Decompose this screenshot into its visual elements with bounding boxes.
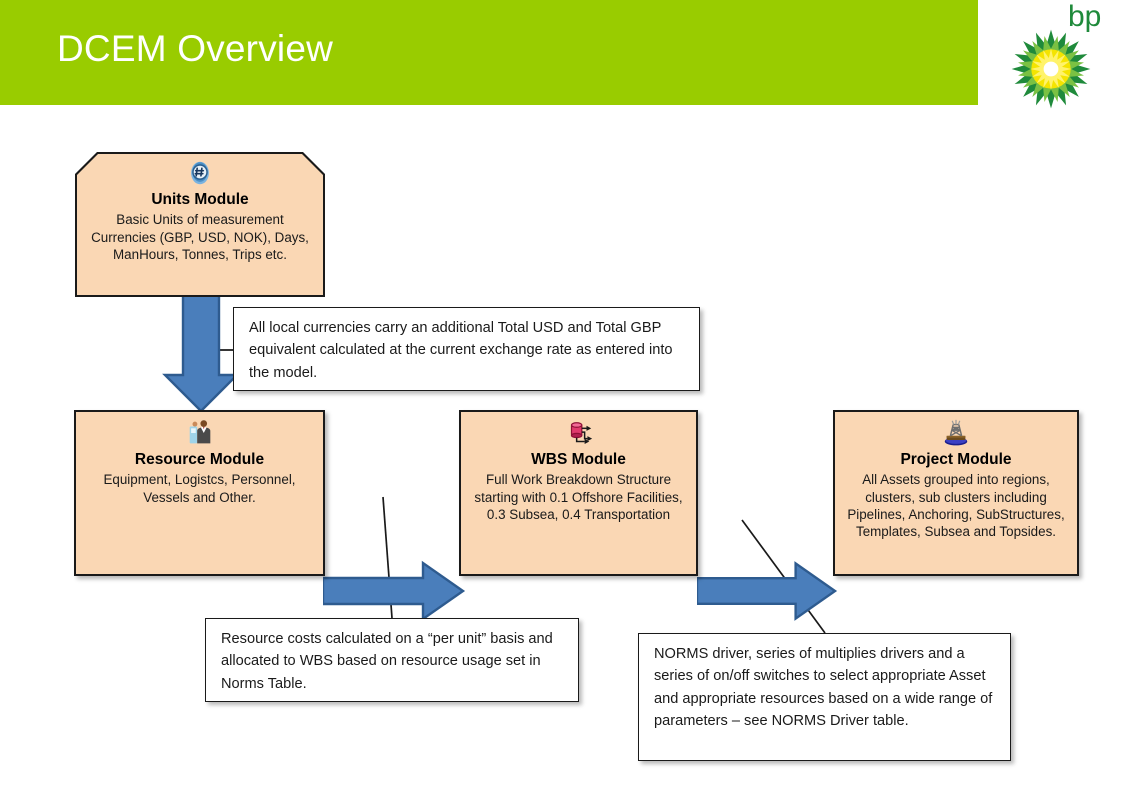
arrow-resource-to-wbs bbox=[323, 560, 466, 622]
bp-wordmark: bp bbox=[1068, 0, 1102, 33]
oil-rig-platform-icon bbox=[944, 419, 968, 446]
module-desc-project: All Assets grouped into regions, cluster… bbox=[847, 472, 1065, 539]
module-title-resource: Resource Module bbox=[134, 451, 265, 468]
callout-currency-note: All local currencies carry an additional… bbox=[233, 307, 700, 391]
module-title-units: Units Module bbox=[151, 191, 249, 208]
module-title-project: Project Module bbox=[900, 451, 1012, 468]
module-desc-resource: Equipment, Logistcs, Personnel, Vessels … bbox=[103, 472, 296, 505]
module-desc-wbs: Full Work Breakdown Structure starting w… bbox=[474, 472, 683, 522]
database-branch-icon bbox=[570, 422, 592, 444]
hash-number-icon bbox=[191, 161, 209, 185]
callout-resource-cost-note: Resource costs calculated on a “per unit… bbox=[205, 618, 579, 702]
dcem-diagram: Units Module Basic Units of measurement … bbox=[0, 105, 1140, 791]
arrow-wbs-to-project bbox=[697, 561, 838, 621]
person-worker-icon bbox=[189, 420, 210, 444]
module-box-wbs[interactable]: WBS Module Full Work Breakdown Structure… bbox=[459, 410, 698, 576]
bp-helios-sunburst-icon bbox=[1011, 29, 1091, 109]
module-title-wbs: WBS Module bbox=[531, 451, 626, 468]
arrow-units-to-resource bbox=[162, 293, 240, 413]
module-box-project[interactable]: Project Module All Assets grouped into r… bbox=[833, 410, 1079, 576]
header-banner bbox=[0, 0, 978, 105]
callout-norms-note: NORMS driver, series of multiplies drive… bbox=[638, 633, 1011, 761]
page-title: DCEM Overview bbox=[57, 28, 334, 69]
module-box-resource[interactable]: Resource Module Equipment, Logistcs, Per… bbox=[74, 410, 325, 576]
module-desc-units: Basic Units of measurement Currencies (G… bbox=[91, 212, 309, 262]
bp-logo: bp bbox=[1000, 2, 1120, 112]
module-box-units[interactable]: Units Module Basic Units of measurement … bbox=[75, 152, 325, 297]
